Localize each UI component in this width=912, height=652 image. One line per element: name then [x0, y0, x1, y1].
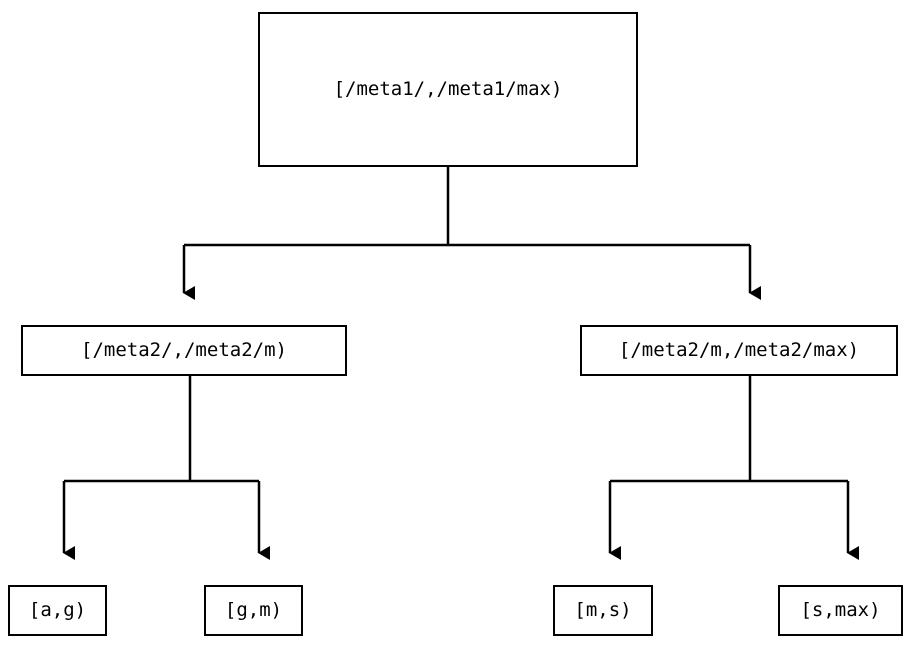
node-mid-right-label: [/meta2/m,/meta2/max): [618, 339, 860, 361]
node-mid-left-label: [/meta2/,/meta2/m): [81, 339, 287, 361]
edge-root-to-mid-level: [182, 167, 761, 300]
node-leaf-s-max: [s,max): [778, 585, 903, 636]
edge-mid-right-to-leaves: [608, 376, 859, 560]
node-mid-left: [/meta2/,/meta2/m): [21, 325, 347, 376]
edge-mid-left-to-leaves: [62, 376, 270, 560]
node-root-label: [/meta1/,/meta1/max): [333, 78, 563, 100]
node-root: [/meta1/,/meta1/max): [258, 12, 638, 167]
node-leaf-g-m-label: [g,m): [224, 599, 283, 621]
node-leaf-m-s-label: [m,s): [574, 599, 632, 621]
node-leaf-m-s: [m,s): [553, 585, 653, 636]
node-mid-right: [/meta2/m,/meta2/max): [580, 325, 898, 376]
node-leaf-g-m: [g,m): [204, 585, 303, 636]
node-leaf-a-g-label: [a,g): [28, 599, 87, 621]
node-leaf-s-max-label: [s,max): [800, 599, 881, 621]
node-leaf-a-g: [a,g): [8, 585, 107, 636]
